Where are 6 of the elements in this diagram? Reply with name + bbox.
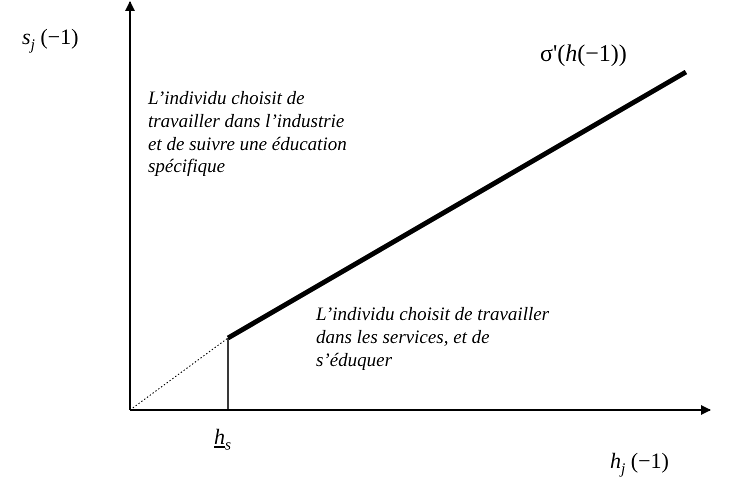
region-text: L’individu choisit de travailler dans l’industrie et de suivre une éducation spécifique	[148, 88, 348, 180]
region-text: L’individu choisit de travailler dans les services, et de s’éduquer	[316, 304, 550, 372]
curve-label: σ'(h(−1))	[540, 40, 627, 69]
axis-label: h$_{j}$ (−1)	[610, 448, 669, 479]
axis-label: s$_{j}$ (−1)	[22, 24, 78, 55]
threshold-label: h$_{s}$	[214, 424, 231, 455]
